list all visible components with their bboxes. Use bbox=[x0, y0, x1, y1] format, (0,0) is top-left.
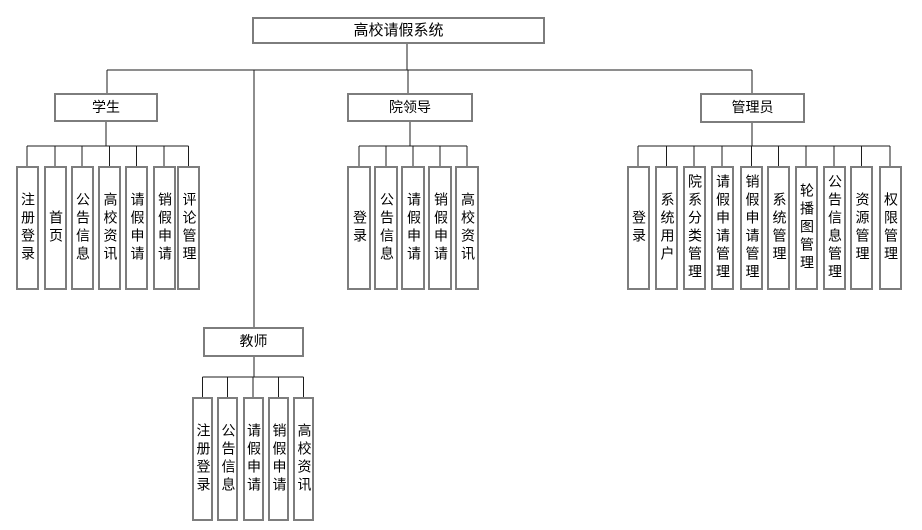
node-teacher: 教师 bbox=[203, 327, 304, 357]
node-admin-child: 请假申请管理 bbox=[710, 166, 734, 290]
node-dean-child: 请假申请 bbox=[401, 166, 425, 290]
node-student: 学生 bbox=[54, 93, 158, 122]
node-admin: 管理员 bbox=[700, 93, 805, 123]
node-admin-child: 权限管理 bbox=[878, 166, 902, 290]
node-dean: 院领导 bbox=[347, 93, 473, 122]
node-student-child: 请假申请 bbox=[125, 166, 148, 290]
node-admin-child: 轮播图管理 bbox=[794, 166, 818, 290]
node-student-child: 注册登录 bbox=[15, 166, 39, 290]
node-admin-child: 系统用户 bbox=[655, 166, 678, 290]
node-dean-child: 销假申请 bbox=[428, 166, 452, 290]
node-dean-child: 高校资讯 bbox=[455, 166, 479, 290]
node-teacher-child: 销假申请 bbox=[268, 397, 289, 521]
node-admin-child: 系统管理 bbox=[767, 166, 790, 290]
node-student-child: 首页 bbox=[43, 166, 67, 290]
node-admin-child: 公告信息管理 bbox=[822, 166, 846, 290]
node-admin-child: 登录 bbox=[626, 166, 650, 290]
node-admin-child: 院系分类管理 bbox=[682, 166, 706, 290]
node-teacher-child: 请假申请 bbox=[242, 397, 264, 521]
node-dean-child: 公告信息 bbox=[374, 166, 398, 290]
node-dean-child: 登录 bbox=[347, 166, 371, 290]
node-teacher-child: 公告信息 bbox=[217, 397, 238, 521]
node-student-child: 公告信息 bbox=[70, 166, 94, 290]
node-teacher-child: 高校资讯 bbox=[293, 397, 314, 521]
node-root: 高校请假系统 bbox=[252, 17, 545, 44]
node-student-child: 高校资讯 bbox=[98, 166, 121, 290]
node-admin-child: 销假申请管理 bbox=[740, 166, 763, 290]
node-admin-child: 资源管理 bbox=[850, 166, 873, 290]
node-student-child: 销假申请 bbox=[152, 166, 176, 290]
node-teacher-child: 注册登录 bbox=[192, 397, 213, 521]
node-student-child: 评论管理 bbox=[177, 166, 200, 290]
